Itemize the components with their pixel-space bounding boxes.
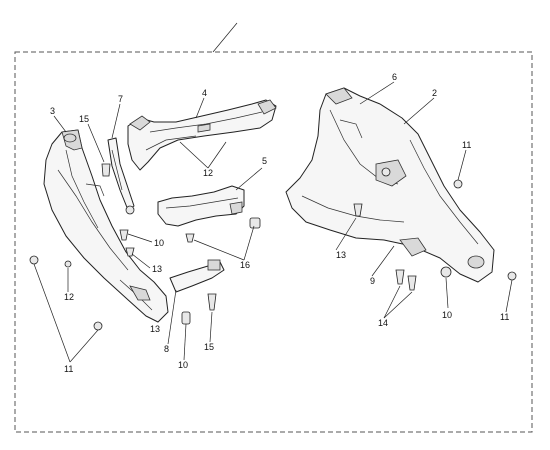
callout-13: 13 <box>152 264 162 274</box>
left-lower-fairing-panel <box>43 129 169 323</box>
callout-15: 15 <box>204 342 214 352</box>
callout-6: 6 <box>392 72 397 82</box>
callout-labels: 3 15 7 4 6 2 11 12 5 10 13 13 16 9 12 13… <box>50 72 509 374</box>
callout-12: 12 <box>64 292 74 302</box>
callout-13: 13 <box>150 324 160 334</box>
assembly-frame <box>14 51 533 433</box>
callout-10: 10 <box>178 360 188 370</box>
callout-10: 10 <box>442 310 452 320</box>
right-fairing-panel <box>285 87 495 283</box>
callout-4: 4 <box>202 88 207 98</box>
callout-3: 3 <box>50 106 55 116</box>
callout-11: 11 <box>500 312 509 322</box>
support-strut <box>107 137 135 215</box>
callout-7: 7 <box>118 94 123 104</box>
assembly-leader-line <box>212 22 238 53</box>
inner-bracket-panel <box>157 185 261 229</box>
callout-14: 14 <box>378 318 388 328</box>
callout-9: 9 <box>370 276 375 286</box>
callout-15: 15 <box>79 114 89 124</box>
callout-13: 13 <box>336 250 346 260</box>
callout-12: 12 <box>203 168 213 178</box>
callout-11: 11 <box>462 140 471 150</box>
callout-16: 16 <box>240 260 250 270</box>
callout-2: 2 <box>432 88 437 98</box>
leader-lines <box>33 81 513 363</box>
callout-5: 5 <box>262 156 267 166</box>
mounting-bracket <box>169 259 225 325</box>
callout-8: 8 <box>164 344 169 354</box>
callout-10: 10 <box>154 238 164 248</box>
upper-trim-panel <box>127 99 277 171</box>
callout-11: 11 <box>64 364 73 374</box>
